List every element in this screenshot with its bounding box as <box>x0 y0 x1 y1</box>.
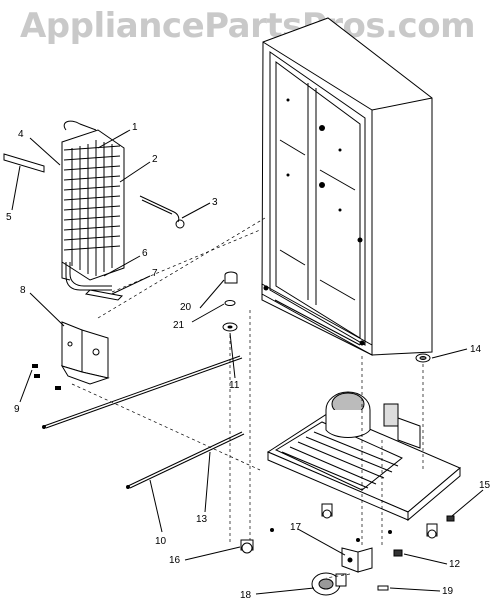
callout-5: 5 <box>6 212 12 223</box>
assembly-lines <box>71 217 424 579</box>
callout-3: 3 <box>212 197 218 208</box>
damper-parts <box>222 271 238 332</box>
drain-tube <box>84 289 124 301</box>
cabinet-fasteners <box>263 98 365 346</box>
callout-16: 16 <box>169 555 181 566</box>
condenser-coil <box>61 120 125 281</box>
rear-roller <box>321 503 438 539</box>
callout-labels: 1 2 3 4 5 6 7 8 9 10 11 12 13 14 15 16 1… <box>6 122 491 600</box>
leader-lines <box>11 129 484 595</box>
callout-2: 2 <box>152 154 158 165</box>
callout-6: 6 <box>142 248 148 259</box>
screw-15 <box>446 515 455 522</box>
callout-20: 20 <box>180 302 192 313</box>
mounting-bracket <box>60 321 110 385</box>
gasket-strip <box>3 153 45 173</box>
callout-14: 14 <box>470 344 482 355</box>
callout-19: 19 <box>442 586 454 597</box>
screw-12 <box>393 549 403 557</box>
callout-12: 12 <box>449 559 461 570</box>
callout-17: 17 <box>290 522 302 533</box>
compressor <box>325 391 421 449</box>
suction-tube <box>65 262 112 291</box>
screws-9 <box>32 364 61 390</box>
callout-21: 21 <box>173 320 185 331</box>
bracket-17 <box>341 547 373 573</box>
machine-compartment <box>266 411 461 522</box>
callout-8: 8 <box>20 285 26 296</box>
caster-18 <box>311 572 347 596</box>
callout-18: 18 <box>240 590 252 600</box>
small-screws <box>270 528 392 542</box>
callout-10: 10 <box>155 536 167 547</box>
front-roller-16 <box>240 539 254 554</box>
watermark: AppliancePartsPros.com <box>19 6 476 46</box>
callout-4: 4 <box>18 129 24 140</box>
rods <box>42 355 245 489</box>
callout-13: 13 <box>196 514 208 525</box>
cabinet <box>261 17 433 356</box>
callout-11: 11 <box>229 380 240 391</box>
callout-15: 15 <box>479 480 491 491</box>
callout-9: 9 <box>14 404 20 415</box>
leveling-foot-14 <box>415 353 431 363</box>
callout-1: 1 <box>132 122 138 133</box>
callout-7: 7 <box>152 268 158 279</box>
heater-wire <box>139 195 185 229</box>
pin-19 <box>377 585 389 591</box>
